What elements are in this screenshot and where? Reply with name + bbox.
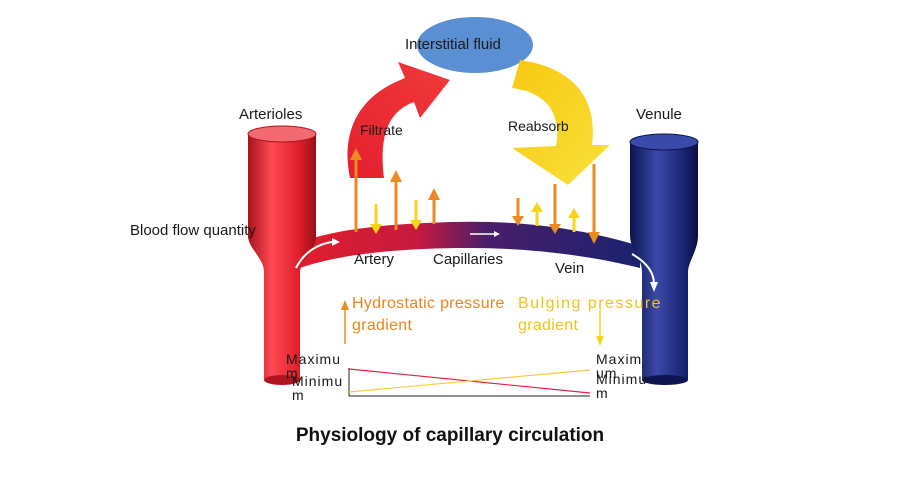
bulging-gradient-line	[348, 369, 591, 393]
right-maximum-line1: Maxim	[596, 351, 643, 367]
diagram-title: Physiology of capillary circulation	[295, 425, 605, 446]
right-maximum-line2: um	[596, 365, 618, 381]
left-arrows	[350, 148, 440, 234]
right-minimum-label: Minimu m	[596, 372, 647, 400]
capillaries-label: Capillaries	[433, 251, 504, 268]
venule-vessel	[629, 133, 699, 385]
flow-arrow-left-icon	[295, 241, 333, 269]
arteriole-vessel	[247, 125, 317, 385]
reabsorb-label: Reabsorb	[508, 118, 569, 134]
vein-label: Vein	[555, 260, 585, 277]
left-maximum-label: Maximu m	[286, 352, 341, 380]
flow-arrow-middle-head-icon	[494, 231, 500, 237]
pressure-gradient-chart	[348, 368, 591, 397]
left-minimum-line1: Minimu	[292, 373, 344, 389]
left-maximum-line1: Maximu	[286, 351, 342, 367]
right-maximum-label: Maxim um	[596, 352, 642, 380]
left-minimum-line2: m	[292, 387, 305, 403]
flow-arrow-right-icon	[631, 253, 655, 285]
right-arrows	[512, 164, 600, 244]
bulging-pressure-label: Bulging pressure	[518, 295, 663, 312]
reabsorb-curved-arrow-icon	[512, 60, 610, 185]
blood-flow-quantity-label: Blood flow quantity	[130, 222, 256, 239]
filtrate-label: Filtrate	[360, 122, 403, 138]
interstitial-fluid-ellipse	[417, 17, 533, 73]
bulging-gradient-label: gradient	[518, 317, 579, 334]
left-minimum-label: Minimu m	[292, 374, 343, 402]
left-maximum-line2: m	[286, 365, 299, 381]
artery-label: Artery	[354, 251, 395, 268]
hydrostatic-pressure-label: Hydrostatic pressure	[352, 295, 505, 312]
right-minimum-line1: Minimu	[596, 371, 648, 387]
venule-label: Venule	[636, 106, 682, 123]
flow-arrow-left-head-icon	[332, 238, 340, 246]
arterioles-label: Arterioles	[239, 106, 303, 123]
right-minimum-line2: m	[596, 385, 609, 401]
flow-arrow-right-head-icon	[650, 282, 658, 292]
interstitial-fluid-label: Interstitial fluid	[405, 36, 501, 53]
filtrate-curved-arrow-icon	[347, 62, 450, 178]
hydrostatic-gradient-label: gradient	[352, 317, 413, 334]
